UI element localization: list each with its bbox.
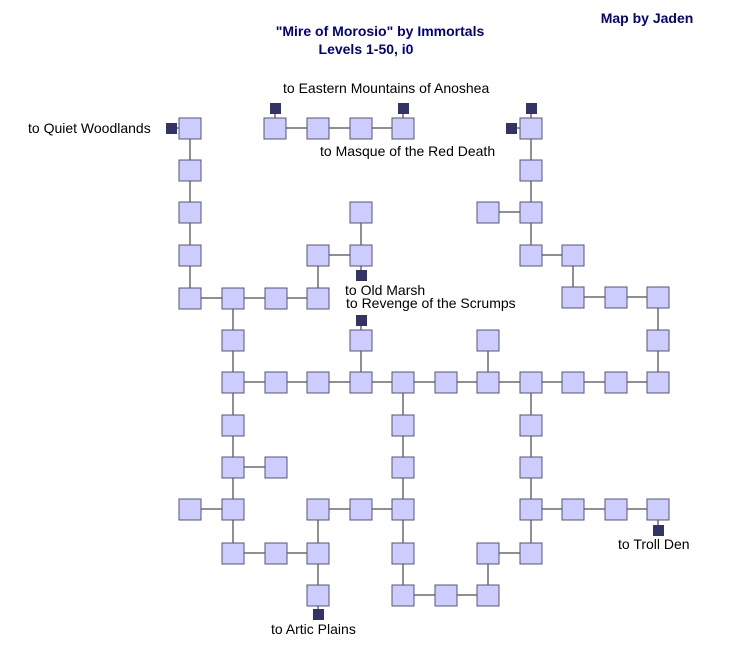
level-range: Levels 1-50, i0 — [319, 41, 414, 57]
room — [391, 371, 415, 394]
room — [263, 117, 287, 140]
room — [561, 371, 585, 394]
room — [306, 287, 330, 310]
room — [476, 584, 500, 607]
exit-label-artic-plains: to Artic Plains — [271, 621, 356, 637]
exit-label-troll-den: to Troll Den — [618, 536, 690, 552]
exit-label-revenge-scrumps: to Revenge of the Scrumps — [346, 295, 516, 311]
room — [221, 287, 245, 310]
room — [349, 117, 373, 140]
room — [646, 498, 670, 521]
exit-marker — [356, 315, 367, 326]
room — [434, 584, 458, 607]
room — [349, 371, 373, 394]
room — [519, 371, 543, 394]
room — [604, 498, 628, 521]
exit-marker — [313, 609, 324, 620]
room — [221, 414, 245, 437]
room — [519, 542, 543, 565]
room — [476, 329, 500, 352]
exit-marker — [526, 103, 537, 114]
room — [221, 542, 245, 565]
exit-label-quiet-woodlands: to Quiet Woodlands — [28, 120, 151, 136]
room — [349, 244, 373, 267]
room — [646, 329, 670, 352]
room — [178, 201, 202, 224]
room — [519, 414, 543, 437]
room — [264, 287, 288, 310]
room — [306, 542, 330, 565]
room-connections — [176, 108, 659, 614]
room — [264, 542, 288, 565]
room — [434, 371, 458, 394]
room — [476, 542, 500, 565]
room — [178, 117, 202, 140]
exit-marker — [398, 103, 409, 114]
map-title: "Mire of Morosio" by Immortals — [276, 23, 485, 39]
room — [306, 498, 330, 521]
room — [178, 159, 202, 182]
room — [178, 287, 202, 310]
exit-marker — [653, 525, 664, 536]
room — [561, 498, 585, 521]
room — [264, 456, 288, 479]
room — [306, 371, 330, 394]
room — [646, 371, 670, 394]
room — [221, 498, 245, 521]
room — [604, 371, 628, 394]
room — [306, 244, 330, 267]
exit-marker — [270, 103, 281, 114]
room — [561, 244, 585, 267]
exit-label-eastern-mountains: to Eastern Mountains of Anoshea — [283, 80, 489, 96]
room — [604, 286, 628, 309]
room — [391, 414, 415, 437]
room — [476, 201, 500, 224]
room — [561, 286, 585, 309]
room — [519, 498, 543, 521]
room — [519, 159, 543, 182]
room — [221, 371, 245, 394]
room — [306, 117, 330, 140]
room — [178, 244, 202, 267]
map-credit: Map by Jaden — [601, 10, 694, 26]
exit-marker — [506, 123, 517, 134]
room — [306, 584, 330, 607]
room — [391, 542, 415, 565]
room — [349, 201, 373, 224]
room — [519, 117, 543, 140]
room — [391, 498, 415, 521]
room — [646, 286, 670, 309]
room — [178, 498, 202, 521]
exit-marker — [166, 123, 177, 134]
exit-markers — [166, 103, 664, 620]
exit-label-old-marsh: to Old Marsh — [345, 282, 425, 298]
room — [391, 584, 415, 607]
room — [349, 498, 373, 521]
room — [391, 117, 415, 140]
room — [221, 456, 245, 479]
rooms — [178, 117, 670, 607]
room — [519, 244, 543, 267]
room — [519, 456, 543, 479]
exit-label-masque-red-death: to Masque of the Red Death — [320, 143, 495, 159]
room — [349, 329, 373, 352]
room — [519, 201, 543, 224]
room — [264, 371, 288, 394]
room — [476, 371, 500, 394]
room — [391, 456, 415, 479]
exit-marker — [356, 270, 367, 281]
room — [221, 329, 245, 352]
